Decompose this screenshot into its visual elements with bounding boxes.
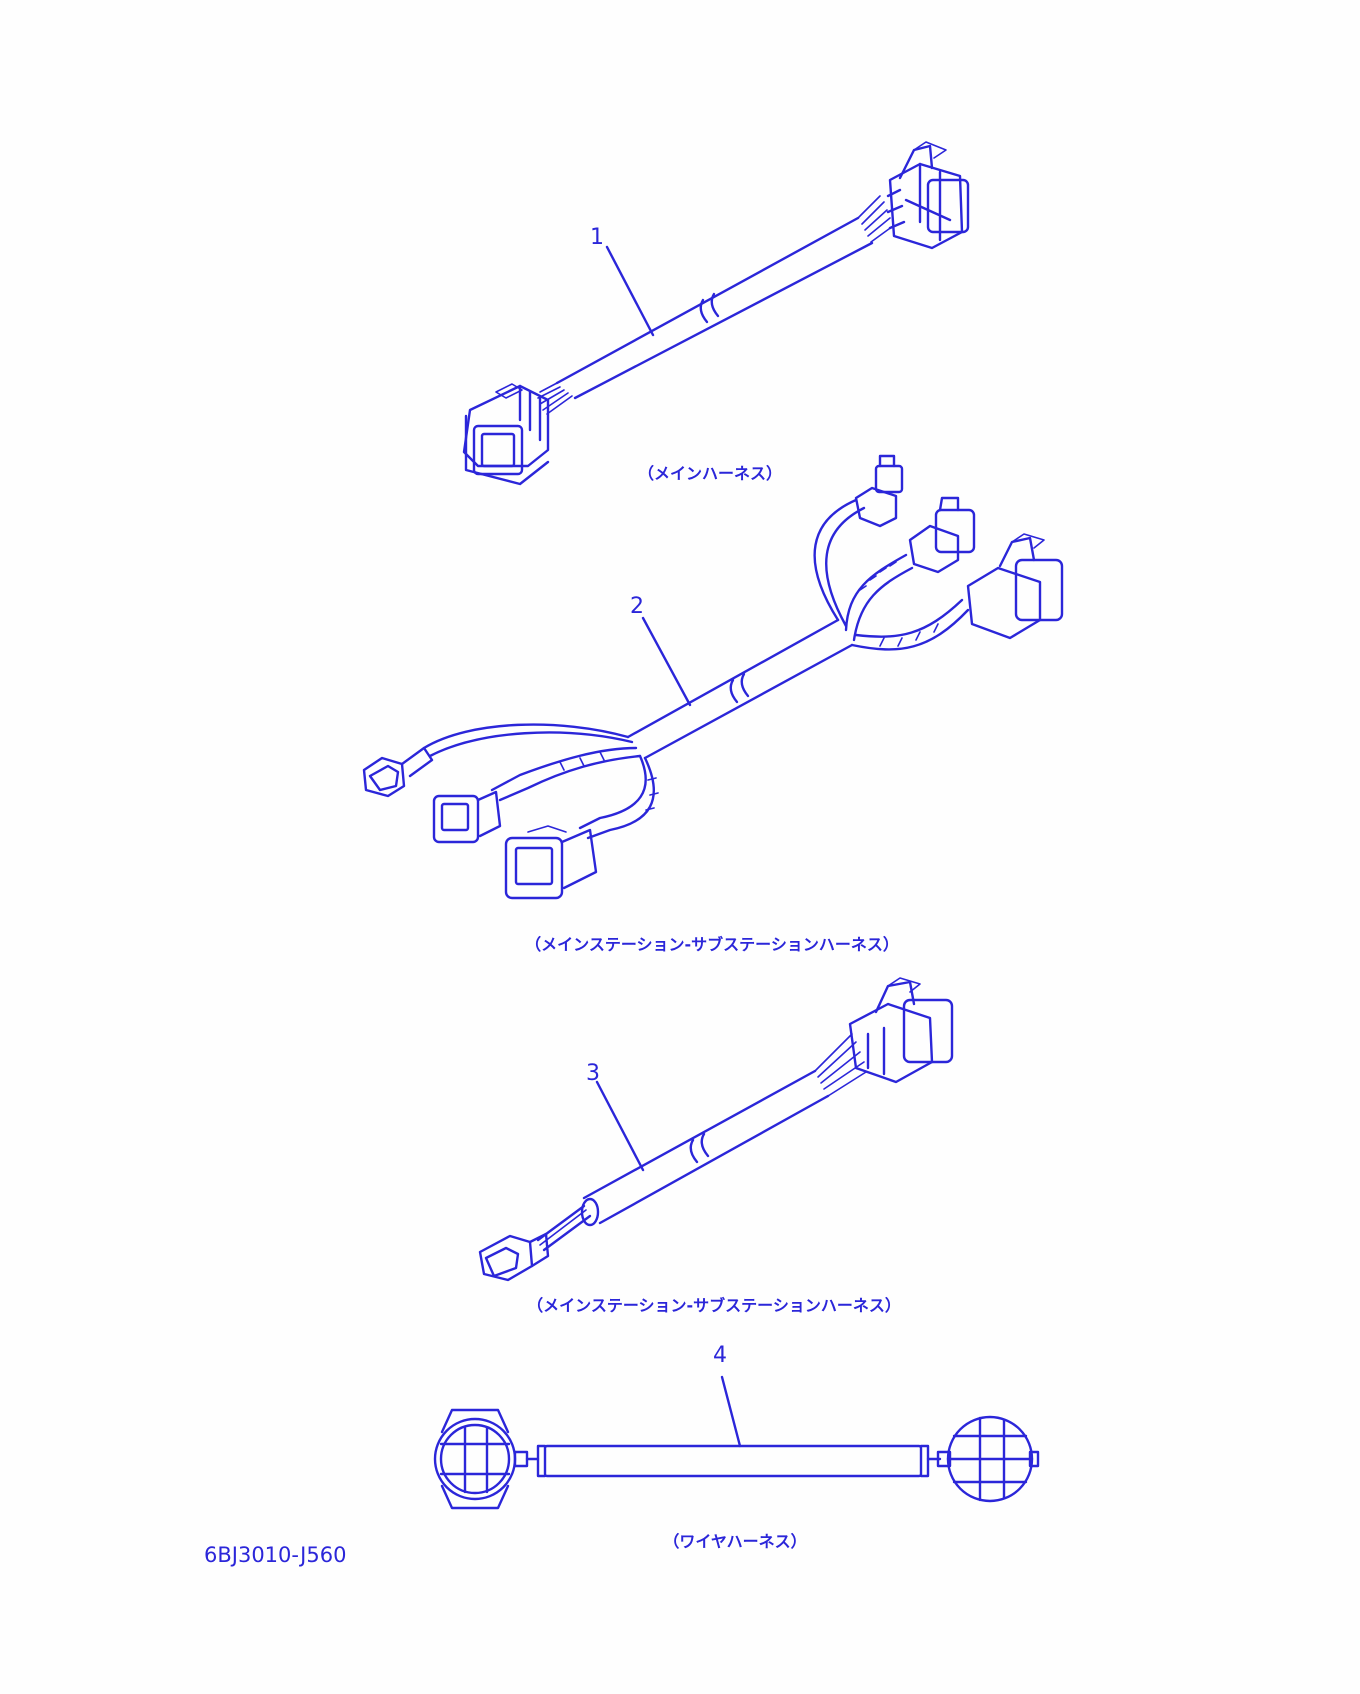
part-4-number: 4: [713, 1343, 727, 1368]
connector-right-icon: [886, 141, 970, 250]
connector-2l-large-icon: [504, 825, 598, 900]
connector-left-icon: [462, 383, 550, 486]
connector-4l-round-icon: [433, 1408, 540, 1510]
part-1-caption: （メインハーネス）: [638, 464, 782, 483]
part-4-caption: （ワイヤハーネス）: [663, 1532, 806, 1551]
connector-3l-small-icon: [478, 1232, 550, 1282]
connector-2r-medium-icon: [908, 496, 976, 574]
connector-2l-small-icon: [362, 746, 434, 798]
part-1-main-harness: [462, 141, 970, 486]
drawing-code: 6BJ3010-J560: [204, 1543, 346, 1567]
part-2-station-harness: [362, 454, 1064, 900]
part-1-number: 1: [590, 225, 604, 250]
part-3-caption: （メインステーション-サブステーションハーネス）: [527, 1296, 901, 1315]
connector-4r-round-icon: [926, 1415, 1040, 1503]
part-3-number: 3: [586, 1061, 600, 1086]
part-2-number: 2: [630, 594, 644, 619]
connector-3r-large-icon: [848, 977, 954, 1084]
connector-2r-large-icon: [966, 533, 1064, 640]
part-4-wire-harness: [433, 1375, 1040, 1510]
connector-2r-small-icon: [854, 454, 904, 528]
part-2-caption: （メインステーション-サブステーションハーネス）: [525, 935, 899, 954]
part-3-station-harness: [478, 977, 954, 1282]
connector-2l-medium-icon: [432, 790, 502, 844]
